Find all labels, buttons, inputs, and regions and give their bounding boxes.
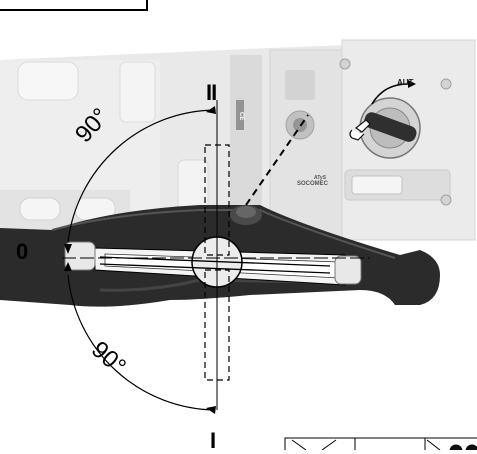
position-0-label: 0 bbox=[16, 239, 29, 264]
arrowhead-top bbox=[206, 106, 216, 114]
upper-angle-arc bbox=[67, 109, 216, 243]
brand-label: SOCOMEC bbox=[297, 181, 329, 187]
position-ii-label: II bbox=[206, 80, 217, 105]
arrowhead-left-down bbox=[64, 262, 72, 271]
ce-mark: CE bbox=[238, 112, 244, 121]
aut-label: AUT bbox=[397, 78, 414, 87]
arrowhead-bottom bbox=[206, 406, 216, 414]
cropped-frame bbox=[0, 0, 148, 11]
hand-pointer-icon bbox=[349, 119, 371, 141]
position-i-label: I bbox=[210, 428, 217, 453]
lower-angle-arc bbox=[67, 274, 216, 411]
rotary-selector-icon bbox=[359, 80, 421, 159]
model-label: ATyS bbox=[314, 175, 327, 181]
handle-body bbox=[0, 205, 440, 307]
diagonal-leader-line bbox=[245, 114, 309, 206]
arrowhead-left-up bbox=[64, 244, 72, 254]
cropped-table bbox=[284, 437, 477, 450]
crosshair bbox=[62, 100, 370, 410]
